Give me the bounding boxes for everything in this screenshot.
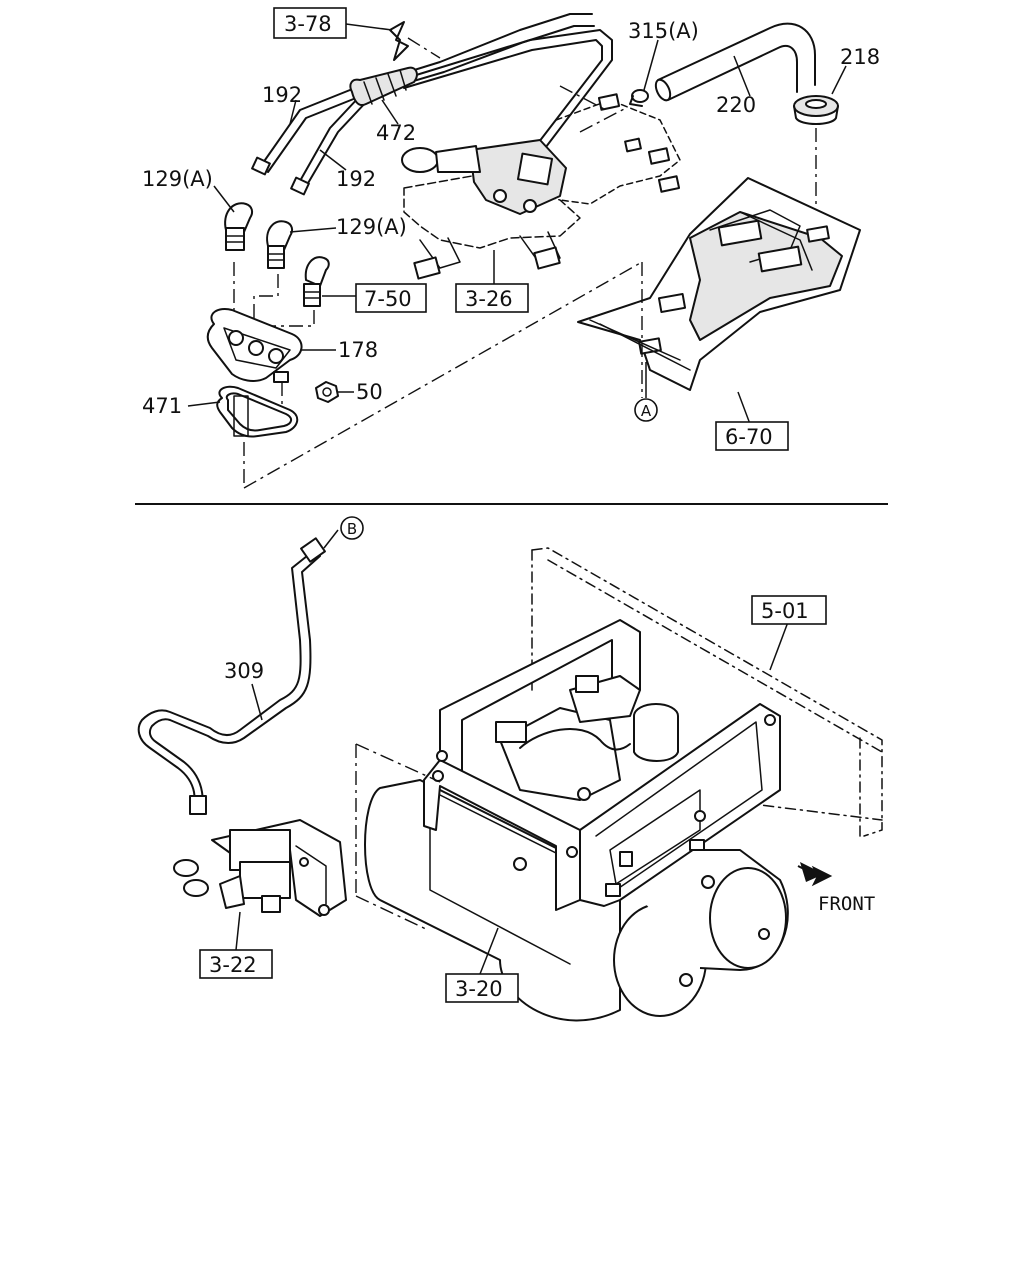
front-direction-label: FRONT (818, 893, 875, 915)
svg-text:B: B (347, 520, 357, 538)
mounting-bracket (555, 93, 681, 205)
clamp-315a (629, 89, 649, 107)
ref-box-3-20: 3-20 (445, 973, 519, 1003)
label-50: 50 (356, 380, 383, 404)
bracket-3-78-fragment (389, 21, 441, 61)
cover-178 (206, 308, 303, 408)
compressor-unit (495, 675, 679, 801)
label-129a-left: 129(A) (142, 167, 213, 191)
circled-ref-a: A (634, 398, 658, 422)
label-218: 218 (840, 45, 880, 69)
svg-text:3-26: 3-26 (465, 287, 513, 311)
label-178: 178 (338, 338, 378, 362)
grommet-472 (349, 66, 418, 106)
ref-box-7-50: 7-50 (355, 283, 427, 313)
svg-text:3-20: 3-20 (455, 977, 503, 1001)
svg-text:6-70: 6-70 (725, 425, 773, 449)
label-309: 309 (224, 659, 264, 683)
nut-50 (315, 381, 339, 403)
ref-box-6-70: 6-70 (715, 421, 789, 451)
fitting-129a-right (253, 220, 294, 340)
gasket-471 (216, 385, 299, 438)
label-472: 472 (376, 121, 416, 145)
hose-220 (654, 22, 816, 102)
ref-box-3-22: 3-22 (199, 949, 273, 979)
ref-box-3-26: 3-26 (455, 283, 529, 313)
hoses-192 (251, 13, 613, 196)
label-471: 471 (142, 394, 182, 418)
fitting-129a-left (224, 202, 254, 318)
tank-mounting-frame (423, 619, 781, 911)
circled-ref-b: B (340, 516, 364, 540)
front-arrow-icon (797, 862, 833, 887)
upper-alignment-lines (233, 85, 643, 489)
label-220: 220 (716, 93, 756, 117)
leader-lines (187, 23, 847, 951)
valve-assembly-3-26 (401, 139, 581, 286)
label-192-upper: 192 (262, 83, 302, 107)
svg-text:3-22: 3-22 (209, 953, 257, 977)
label-315a: 315(A) (628, 19, 699, 43)
svg-text:3-78: 3-78 (284, 12, 332, 36)
heat-shield-6-70 (577, 177, 861, 391)
svg-text:7-50: 7-50 (364, 287, 412, 311)
valve-block-3-22 (173, 819, 347, 917)
ref-box-3-78: 3-78 (273, 7, 347, 39)
label-192-lower: 192 (336, 167, 376, 191)
svg-text:5-01: 5-01 (761, 599, 809, 623)
lower-alignment-lines (355, 743, 441, 931)
pipe-309 (137, 537, 326, 815)
label-129a-right: 129(A) (336, 215, 407, 239)
svg-text:A: A (641, 402, 652, 420)
ref-box-5-01: 5-01 (751, 595, 827, 625)
